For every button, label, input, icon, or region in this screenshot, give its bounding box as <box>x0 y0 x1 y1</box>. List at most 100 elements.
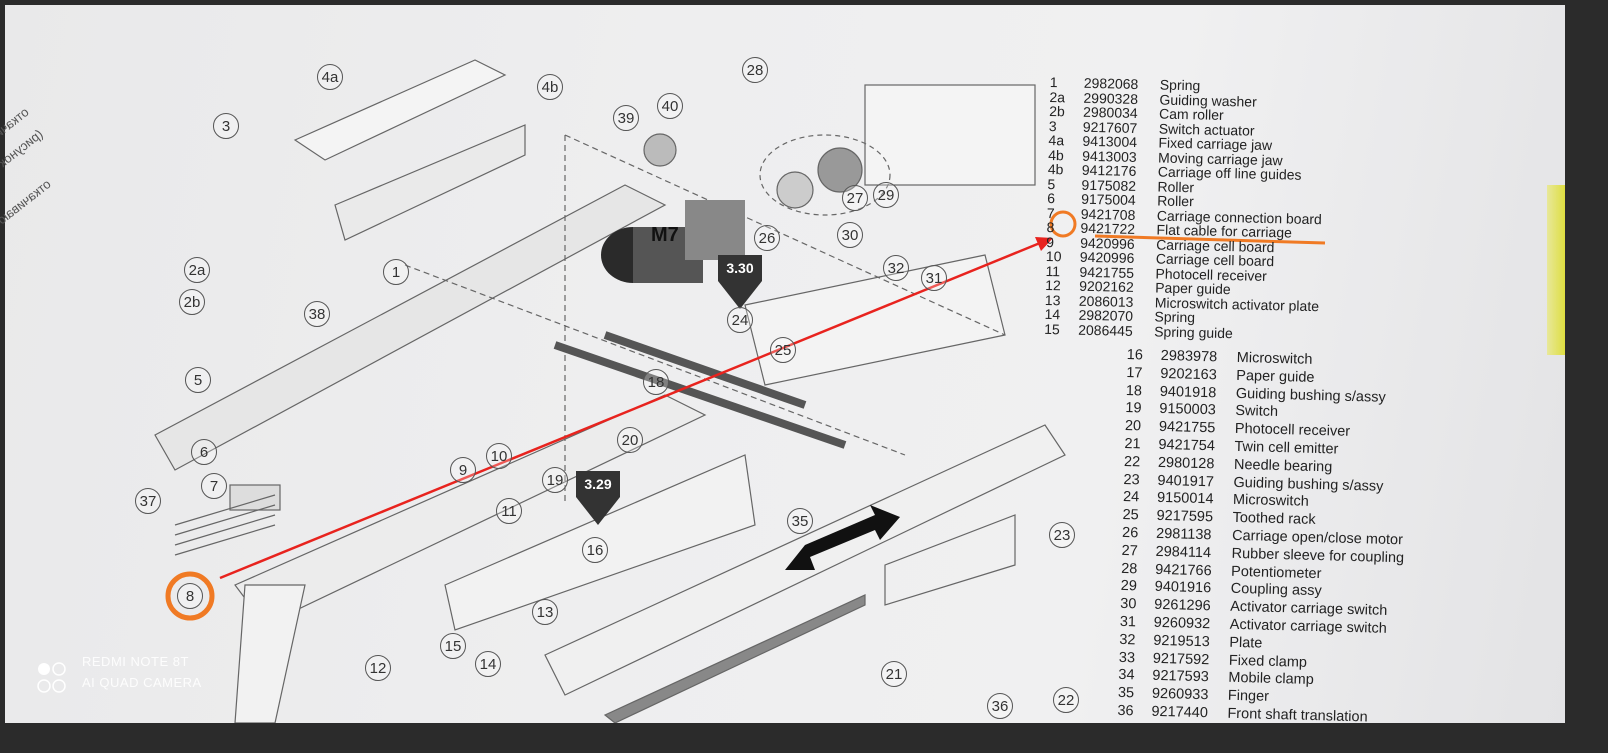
callout-11: 11 <box>496 498 522 524</box>
part-description: Plate <box>1229 634 1263 652</box>
part-description: Spring <box>1154 308 1196 326</box>
part-code: 2984114 <box>1155 543 1212 562</box>
part-description: Roller <box>1156 192 1194 210</box>
motor-label: M7 <box>651 224 679 246</box>
part-number: 20 <box>1124 418 1142 435</box>
part-code: 9217440 <box>1151 703 1209 722</box>
part-code: 2983978 <box>1160 347 1218 366</box>
part-description: Microswitch <box>1232 492 1309 511</box>
part-number: 10 <box>1045 247 1062 265</box>
part-code: 9217593 <box>1152 668 1210 686</box>
callout-4b: 4b <box>537 74 563 100</box>
highlight-circle-list <box>1049 210 1077 238</box>
part-description: Paper guide <box>1236 367 1315 386</box>
part-code: 9150014 <box>1156 490 1214 508</box>
part-number: 17 <box>1126 364 1143 382</box>
part-number: 19 <box>1125 400 1142 417</box>
part-number: 2b <box>1049 102 1065 120</box>
part-description: Spring <box>1159 76 1201 94</box>
callout-28: 28 <box>742 57 768 83</box>
part-description: Potentiometer <box>1230 563 1322 582</box>
part-number: 22 <box>1123 453 1141 471</box>
callout-22: 22 <box>1053 687 1079 713</box>
callout-36: 36 <box>987 693 1013 719</box>
part-number: 30 <box>1120 596 1137 613</box>
highlight-circle-diagram <box>165 571 215 621</box>
callout-10: 10 <box>486 443 512 469</box>
part-code: 2086445 <box>1078 321 1133 339</box>
callout-16: 16 <box>582 537 608 563</box>
part-description: Front shaft translation <box>1227 705 1368 726</box>
part-code: 9421766 <box>1154 561 1212 579</box>
callout-15: 15 <box>440 633 466 659</box>
callout-25: 25 <box>770 337 796 363</box>
callout-7: 7 <box>201 473 227 499</box>
part-description: Fixed clamp <box>1228 652 1308 671</box>
part-number: 15 <box>1044 320 1061 337</box>
part-number: 26 <box>1121 524 1139 542</box>
part-description: Switch <box>1235 403 1279 421</box>
callout-14: 14 <box>475 651 501 677</box>
ref-badge: 3.30 <box>718 255 762 309</box>
part-code: 9401918 <box>1159 383 1217 401</box>
part-description: Coupling assy <box>1230 581 1322 600</box>
pointer-arrow <box>219 241 1041 580</box>
callout-1: 1 <box>383 259 409 285</box>
part-number: 29 <box>1120 578 1138 595</box>
callout-5: 5 <box>185 367 211 393</box>
callout-20: 20 <box>617 427 643 453</box>
part-number: 36 <box>1117 702 1134 720</box>
photo: откачиваются и (рисунок 3) /1 откачивают… <box>0 5 1565 725</box>
callout-40: 40 <box>657 93 683 119</box>
part-code: 9202163 <box>1160 365 1217 384</box>
part-description: Finger <box>1227 687 1270 705</box>
callout-18: 18 <box>643 369 669 395</box>
part-description: Toothed rack <box>1232 509 1316 529</box>
part-number: 23 <box>1123 471 1140 488</box>
callout-4a: 4a <box>317 64 343 90</box>
callout-13: 13 <box>532 599 558 625</box>
part-number: 8 <box>1046 218 1055 236</box>
yellow-marker <box>1547 185 1565 355</box>
part-number: 1 <box>1049 74 1058 91</box>
part-description: Spring guide <box>1154 322 1234 341</box>
part-number: 12 <box>1045 276 1061 294</box>
part-number: 31 <box>1119 613 1137 631</box>
callout-3: 3 <box>213 113 239 139</box>
part-code: 9219513 <box>1153 632 1210 651</box>
part-number: 24 <box>1122 489 1140 506</box>
callout-27: 27 <box>842 185 868 211</box>
arrow-head-icon <box>1035 237 1053 251</box>
callout-29: 29 <box>873 182 899 208</box>
part-code: 9401916 <box>1154 579 1212 597</box>
part-number: 32 <box>1119 631 1136 649</box>
ref-badge: 3.29 <box>576 471 620 525</box>
callout-2b: 2b <box>179 289 205 315</box>
highlight-underline <box>1094 234 1326 245</box>
callout-12: 12 <box>365 655 391 681</box>
part-code: 9260933 <box>1151 685 1209 704</box>
callout-26: 26 <box>754 225 780 251</box>
part-code: 9150003 <box>1159 401 1217 419</box>
part-description: Mobile clamp <box>1228 670 1314 689</box>
callout-21: 21 <box>881 661 907 687</box>
part-code: 9260932 <box>1153 614 1211 633</box>
part-code: 9217595 <box>1156 508 1214 526</box>
callout-2a: 2a <box>184 257 210 283</box>
part-number: 21 <box>1124 435 1141 453</box>
callout-38: 38 <box>304 301 330 327</box>
part-number: 6 <box>1047 189 1056 207</box>
part-code: 2980128 <box>1157 454 1215 473</box>
watermark-camera: AI QUAD CAMERA <box>82 675 202 690</box>
part-code: 9421754 <box>1158 436 1216 455</box>
callout-6: 6 <box>191 439 217 465</box>
part-number: 25 <box>1122 507 1139 524</box>
part-number: 18 <box>1125 382 1143 399</box>
part-number: 4b <box>1047 160 1064 178</box>
part-number: 14 <box>1044 305 1061 323</box>
part-code: 9261296 <box>1154 596 1211 615</box>
part-number: 35 <box>1117 685 1135 702</box>
part-number: 16 <box>1126 347 1144 364</box>
